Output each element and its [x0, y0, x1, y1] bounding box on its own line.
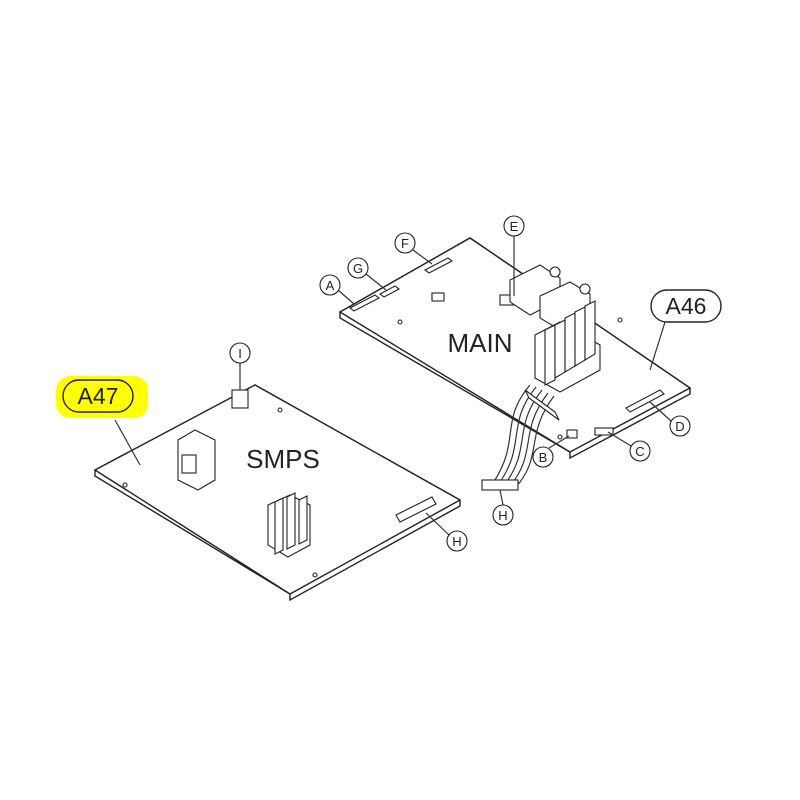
- callout-f: F: [394, 232, 416, 254]
- svg-text:A47: A47: [78, 383, 119, 409]
- connector-h-cable: [481, 479, 519, 491]
- main-board: MAIN: [338, 237, 692, 460]
- smps-board: SMPS: [93, 384, 462, 602]
- smps-board-label: SMPS: [246, 444, 320, 474]
- svg-text:H: H: [452, 534, 461, 549]
- svg-text:C: C: [635, 444, 644, 459]
- callout-g: G: [347, 257, 369, 279]
- smps-heatsink: [267, 492, 311, 558]
- main-board-label: MAIN: [448, 328, 513, 358]
- connector-a: [348, 294, 381, 312]
- callout-h-smps: H: [446, 530, 468, 552]
- svg-text:I: I: [238, 346, 242, 361]
- leader-lines: [114, 236, 672, 536]
- callout-h-cable: H: [492, 504, 514, 526]
- svg-text:E: E: [510, 219, 519, 234]
- callout-b: B: [532, 446, 554, 468]
- svg-text:B: B: [539, 450, 548, 465]
- callout-d: D: [669, 415, 691, 437]
- connector-g: [378, 285, 401, 298]
- connector-b: [566, 429, 578, 439]
- connector-f: [423, 257, 454, 274]
- chip: [431, 292, 445, 302]
- connector-d: [625, 389, 665, 413]
- connector-c: [594, 427, 614, 436]
- part-label-a46: A46: [650, 289, 722, 323]
- svg-text:G: G: [353, 261, 363, 276]
- callout-c: C: [629, 440, 651, 462]
- callout-a: A: [319, 274, 341, 296]
- transformer: [177, 429, 216, 491]
- smps-board-top: [93, 384, 462, 595]
- main-heatsink: [534, 300, 601, 393]
- svg-text:D: D: [675, 419, 684, 434]
- callout-i: I: [229, 342, 251, 364]
- svg-text:F: F: [401, 236, 409, 251]
- svg-text:A: A: [326, 278, 335, 293]
- svg-text:A46: A46: [666, 293, 707, 319]
- connector-h-smps: [395, 496, 437, 523]
- connector-i: [231, 389, 249, 409]
- svg-text:H: H: [498, 508, 507, 523]
- callout-e: E: [503, 215, 525, 237]
- part-label-a47: A47: [56, 376, 148, 418]
